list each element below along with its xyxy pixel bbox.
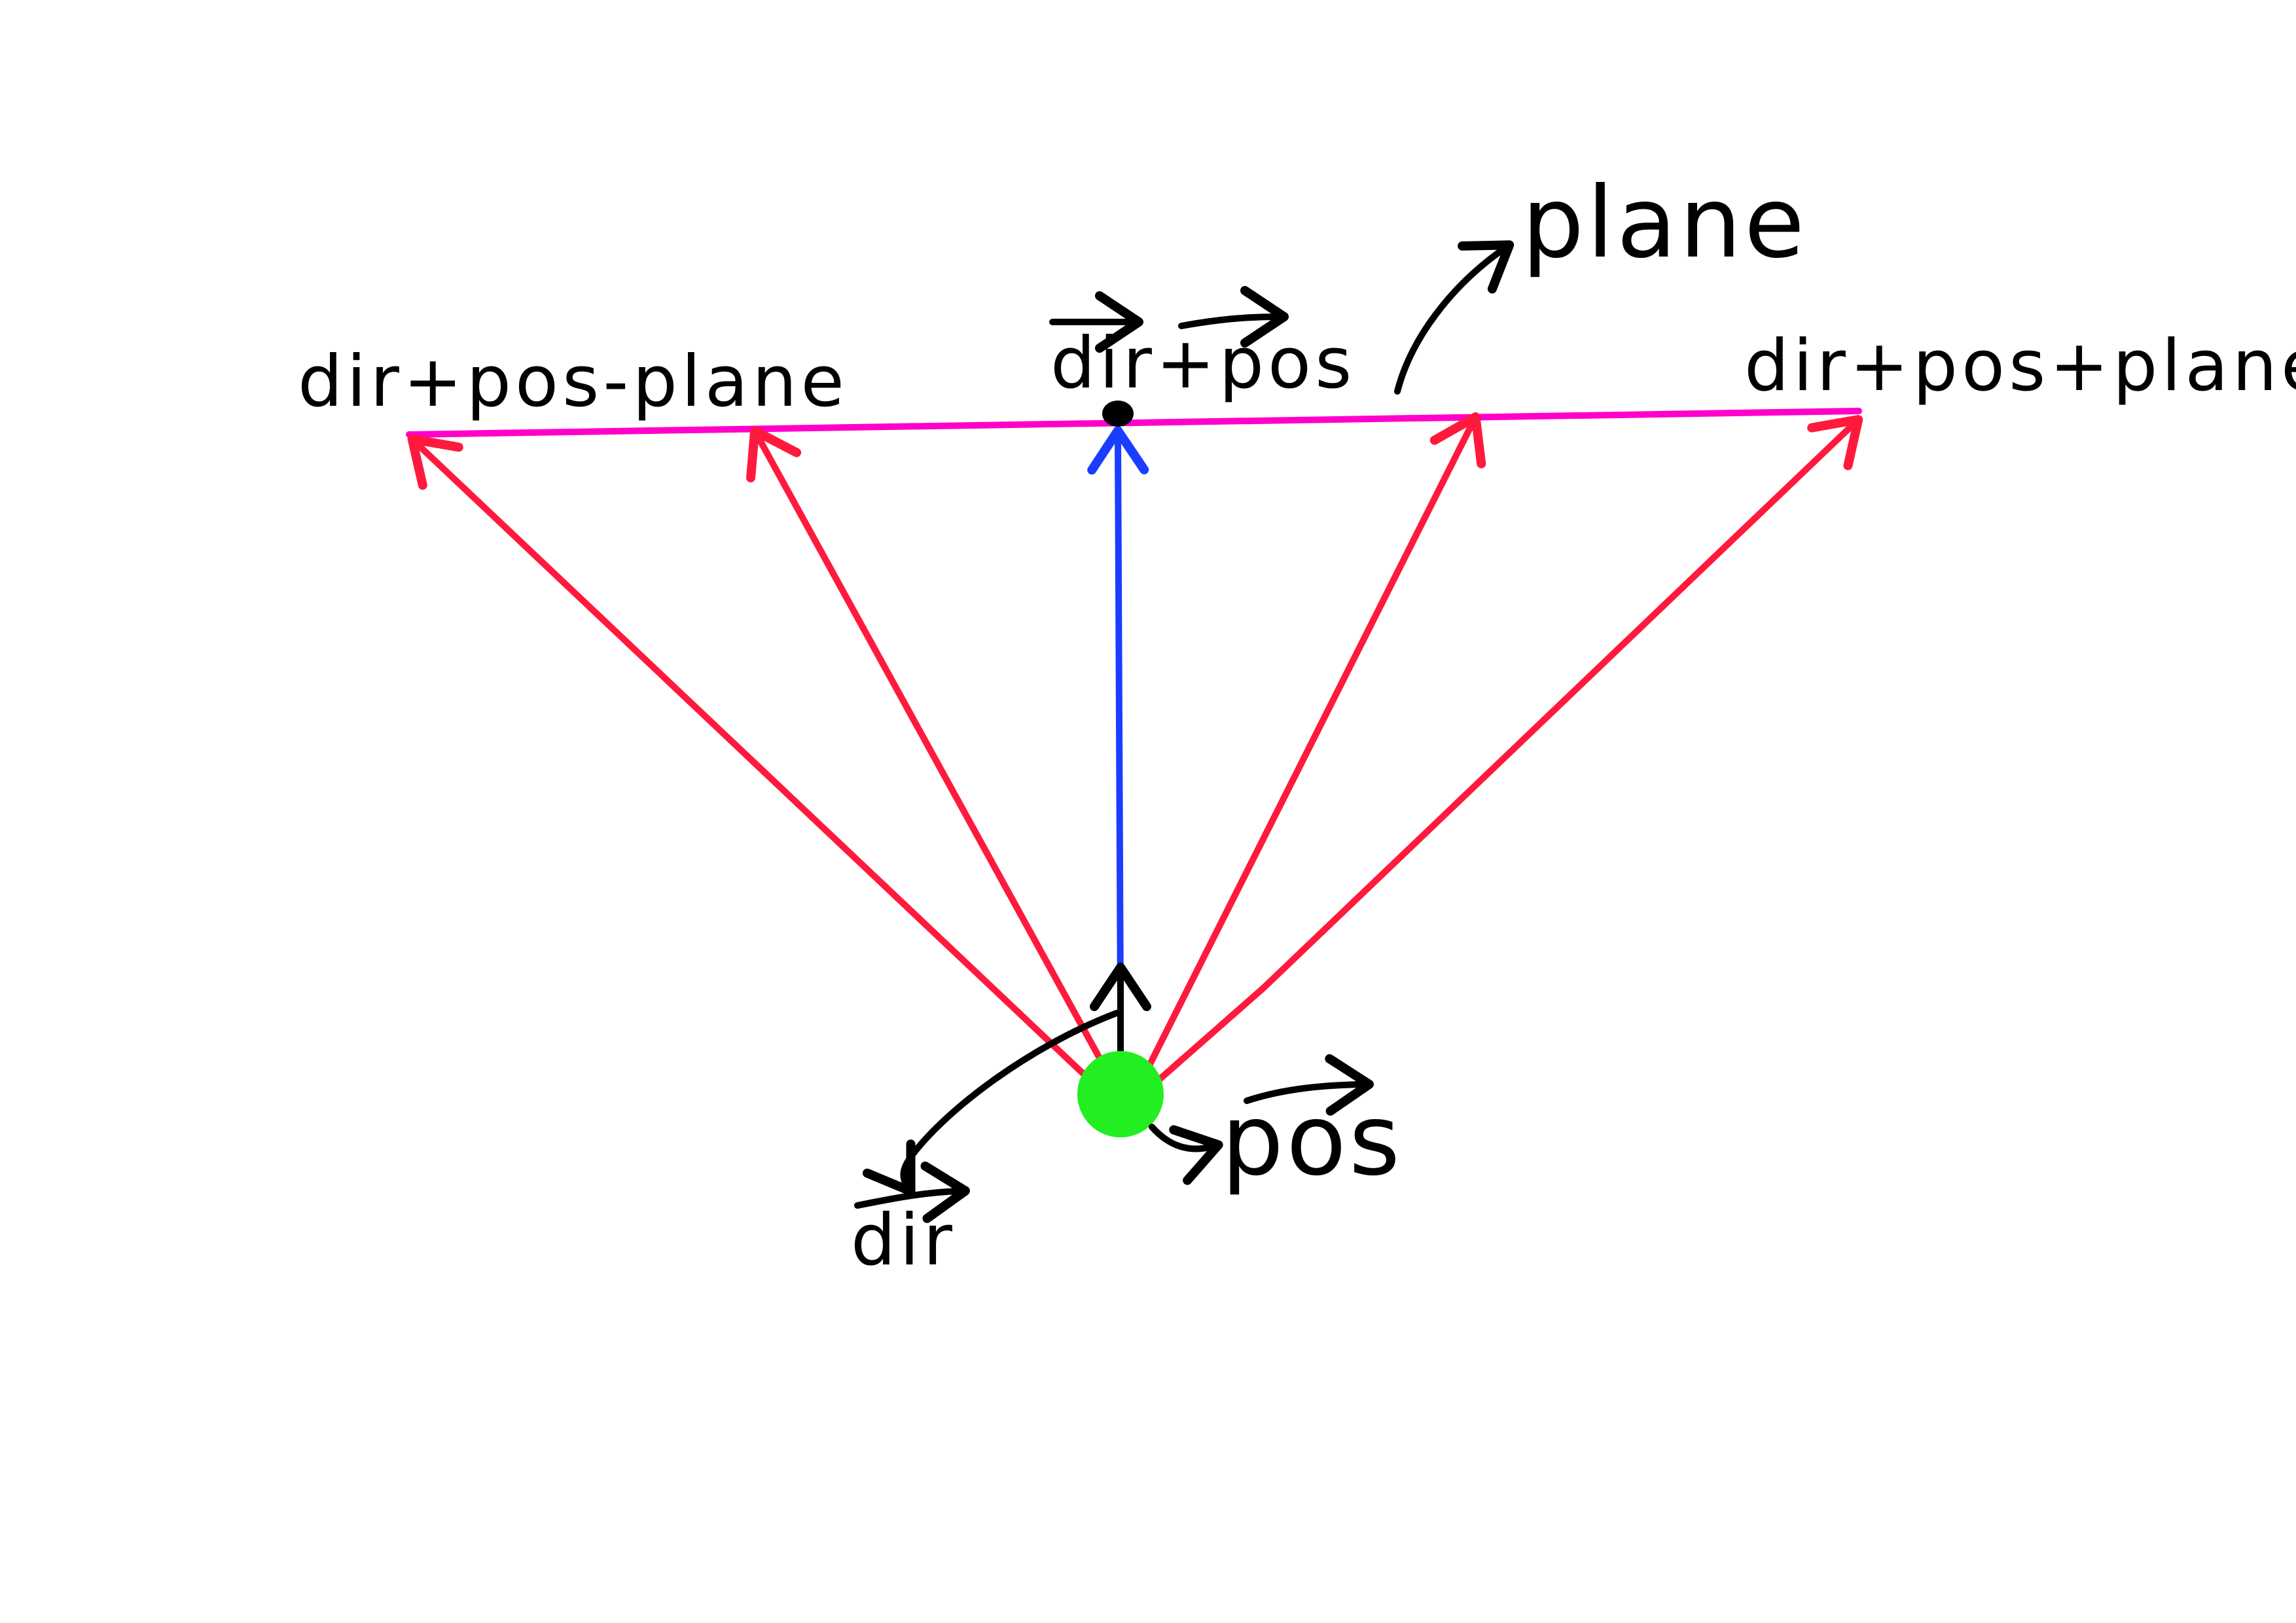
ray-right (1142, 412, 1486, 1077)
pos-pointer-arrow (1149, 1124, 1223, 1185)
center-point-dot (1102, 401, 1134, 427)
dir-pointer-arrow (862, 1010, 1120, 1196)
dir-overbar-arrow (854, 1161, 970, 1223)
label-right-endpoint: dir+pos+plane (1744, 325, 2296, 407)
ray-center-direction (1087, 426, 1149, 1011)
plane-pointer-arrow (1394, 240, 1515, 395)
plane-line (406, 408, 1862, 438)
camera-position-circle (1077, 1051, 1164, 1137)
ray-far-right (1152, 415, 1863, 1086)
pos-overbar-arrow (1244, 1054, 1374, 1116)
label-position: pos (1221, 1084, 1403, 1198)
label-plane: plane (1522, 166, 1807, 280)
label-direction: dir (851, 1200, 956, 1281)
label-center-point: dir+pos (1050, 323, 1355, 404)
ray-left (746, 426, 1109, 1073)
label-left-endpoint: dir+pos-plane (298, 341, 848, 423)
ray-far-left (407, 435, 1093, 1083)
center-pos-overbar-arrow (1178, 286, 1289, 348)
